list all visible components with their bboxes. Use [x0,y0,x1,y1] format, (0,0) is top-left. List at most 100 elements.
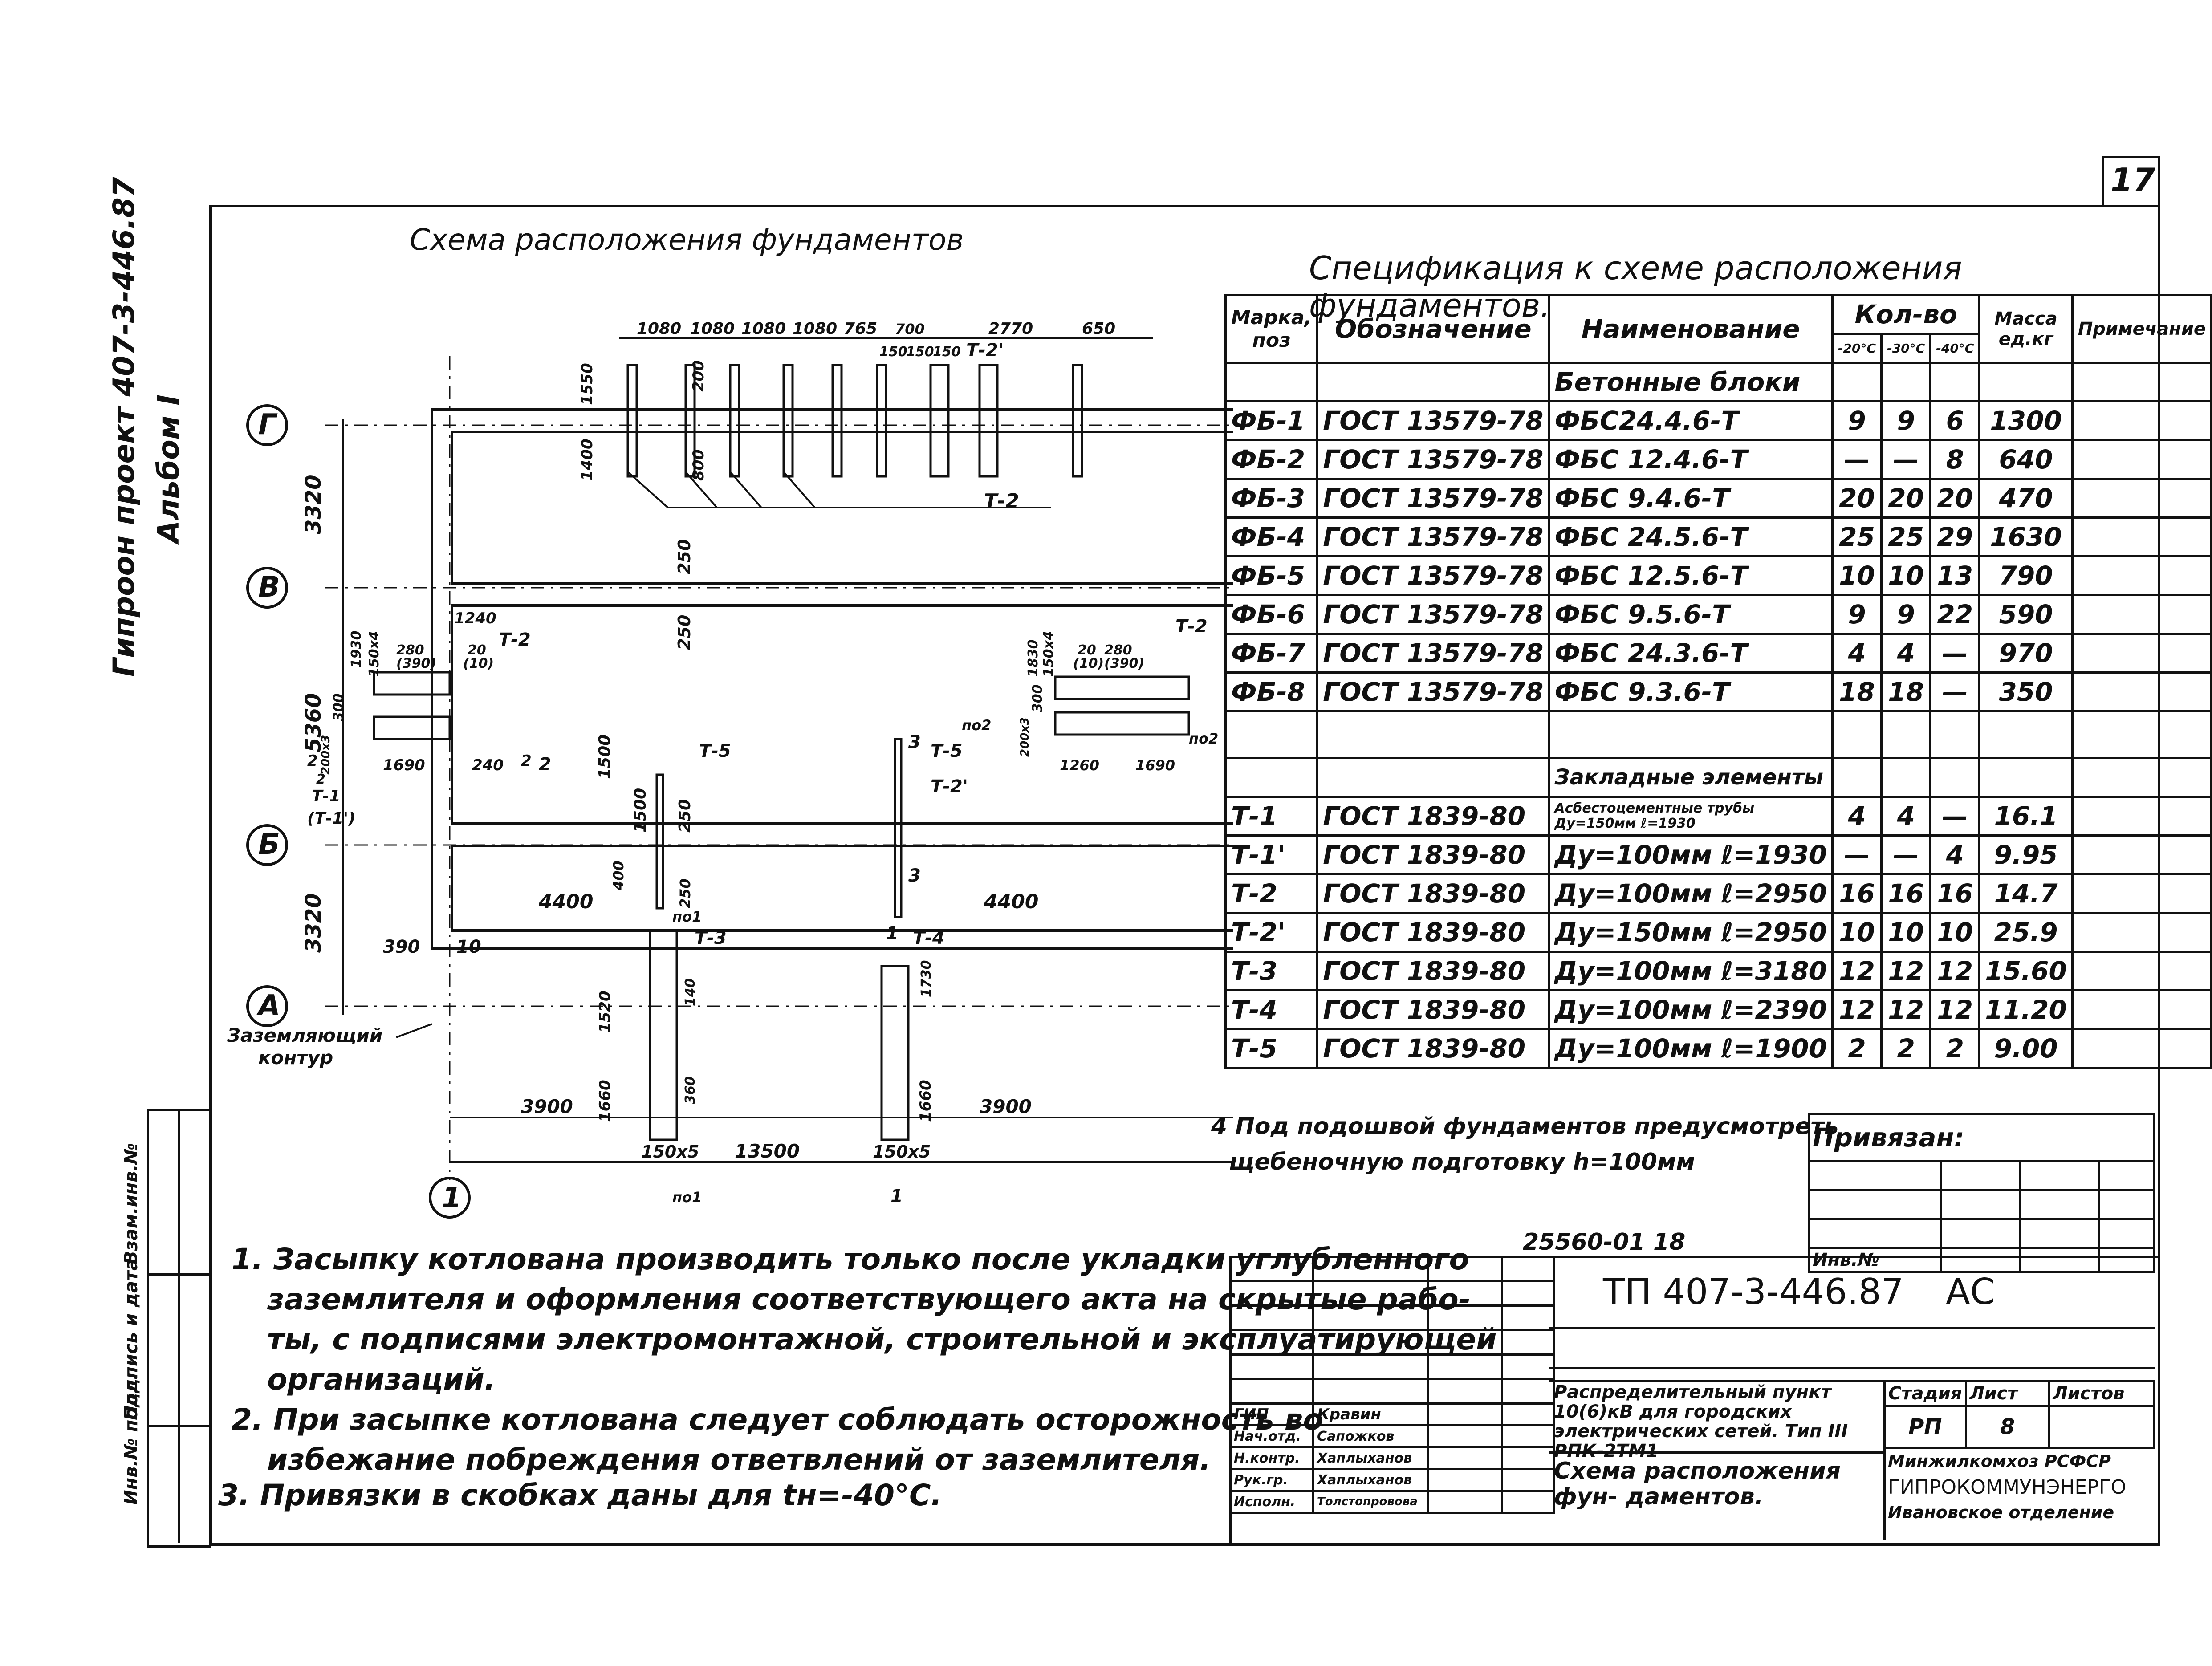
dim-mid-250b: 250 [675,615,694,650]
dim-top-small-3: 1400 [578,439,596,481]
hdr-qty: Кол-во [1831,294,1981,335]
project-name: Распределительный пункт 10(6)кВ для горо… [1554,1382,1848,1461]
side-stamp-sign: Подпись и дата [121,1258,142,1420]
dim-bottom-3900a: 3900 [521,1096,573,1117]
archive-number: 25560-01 18 [1523,1229,1686,1256]
hdr-qty-30: -30°C [1880,333,1932,364]
hdr-qty-40: -40°C [1929,333,1981,364]
hdr-note: Примечание [2071,294,2212,364]
tag-section-2b: 2 [316,772,325,787]
privyazan-label: Привязан: [1808,1113,2155,1162]
axis-G: Г [258,408,278,441]
hdr-mark: Марка, поз [1224,294,1319,364]
dim-side-r-390: (390) [1104,656,1144,671]
name-nkontr: Хаплыханов [1312,1446,1429,1470]
dim-side-l-280: 280 [396,642,424,658]
dim-side-l-150x4: 150x4 [366,631,382,677]
note-2a: 2. При засыпке котлована следует соблюда… [232,1402,1323,1437]
dim-side-l-1930: 1930 [349,631,364,668]
name-ruk: Хаплыханов [1312,1468,1429,1492]
dim-mid-250d: 250 [677,878,694,908]
tag-section-2a: 2 [539,754,551,775]
role-nkontr: Н.контр. [1229,1446,1314,1470]
doc-code-row-line2 [1549,1367,2155,1369]
tag-T2-left: Т-2 [499,630,531,650]
org-line-3: Ивановское отделение [1888,1503,2114,1522]
dim-left-mid: 5360 [301,693,326,752]
org-line-1: Минжилкомхоз РСФСР [1888,1451,2111,1471]
hdr-qty-20: -20°C [1831,333,1883,364]
dim-top-7: 2770 [988,320,1033,338]
hdr-designation: Обозначение [1316,294,1550,364]
grounding-label-1: Заземляющий [227,1024,382,1046]
dim-mid-4400a: 4400 [538,890,593,913]
dim-top-8: 650 [1082,320,1115,338]
dim-side-l-1240: 1240 [454,610,496,627]
role-gip: ГИП [1229,1402,1314,1426]
dim-top-10: 150 [906,344,934,360]
dim-mid-400: 400 [610,861,627,891]
note-4-line2: щебеночную подготовку h=100мм [1229,1149,1695,1175]
dim-top-small-2: 200 [690,360,708,392]
dim-gr-1730: 1730 [919,960,934,998]
dim-top-small-4: 800 [690,449,708,481]
tag-T2-right: Т-2 [1175,616,1208,637]
org-line-2: ГИПРОКОММУНЭНЕРГО [1888,1476,2127,1499]
dim-top-4: 1080 [793,320,837,338]
hdr-name: Наименование [1548,294,1834,364]
stage-label: Стадия [1883,1380,1967,1407]
tag-section-1a: 1 [886,923,899,944]
sheet-number-box [2102,156,2160,207]
section-blocks: Бетонные блоки [1548,362,1834,402]
plan-title: Схема расположения фундаментов [410,223,964,257]
sheet-value: 8 [1964,1405,2050,1449]
name-nach: Сапожков [1312,1424,1429,1448]
dim-side-l-10: (10) [463,656,494,671]
section-embedded: Закладные элементы [1548,757,1834,798]
dim-side-r-1830: 1830 [1025,640,1041,677]
doc-suffix: АС [1946,1271,1995,1312]
foundation-outer [431,408,1233,950]
note-2b: избежание побреждения ответвлений от заз… [267,1443,1211,1477]
dim-side-l-300: 300 [331,693,346,721]
dim-mid-250c: 250 [676,799,694,833]
room-top [451,431,1233,585]
dim-mid-1500b: 1500 [596,735,614,779]
dim-top-3: 1080 [741,320,786,338]
dim-top-9: 150 [879,344,907,360]
project-vline [1883,1380,1886,1540]
name-ispoln: Толстопровова [1312,1490,1429,1514]
note-4-line1: 4 Под подошвой фундаментов предусмотреть [1211,1113,1839,1140]
dim-mid-390a: 390 [383,937,420,957]
tag-section-1b: 1 [890,1186,903,1207]
axis-1: 1 [442,1182,462,1215]
dim-top-small-1: 1550 [578,363,596,405]
side-stamp-replace: Взам.инв.№ [121,1143,142,1264]
dim-side-r-150x4: 150x4 [1041,631,1057,677]
dim-side-r-10: (10) [1073,656,1104,671]
tag-section-3b: 3 [908,866,921,886]
doc-code-row-line3 [1549,1380,2155,1382]
dim-bottom-13500: 13500 [735,1140,800,1162]
doc-code: ТП 407-3-446.87 [1603,1271,1904,1312]
dim-side-r-20: 20 [1078,642,1096,658]
side-label-album: Альбом I [151,394,186,543]
spec-table: Марка, поз Обозначение Наименование Кол-… [1224,294,2212,1069]
dim-bottom-150x5a: 150x5 [641,1142,699,1162]
role-nach: Нач.отд. [1229,1424,1314,1448]
dim-side-l-200x3: 200x3 [319,735,333,775]
dim-side-l-1690: 1690 [383,756,425,774]
tag-po1-bottom: по1 [672,1189,702,1206]
axis-A: А [256,989,281,1022]
dim-side-l-20: 20 [468,642,486,658]
dim-side-r-1260: 1260 [1060,757,1099,774]
